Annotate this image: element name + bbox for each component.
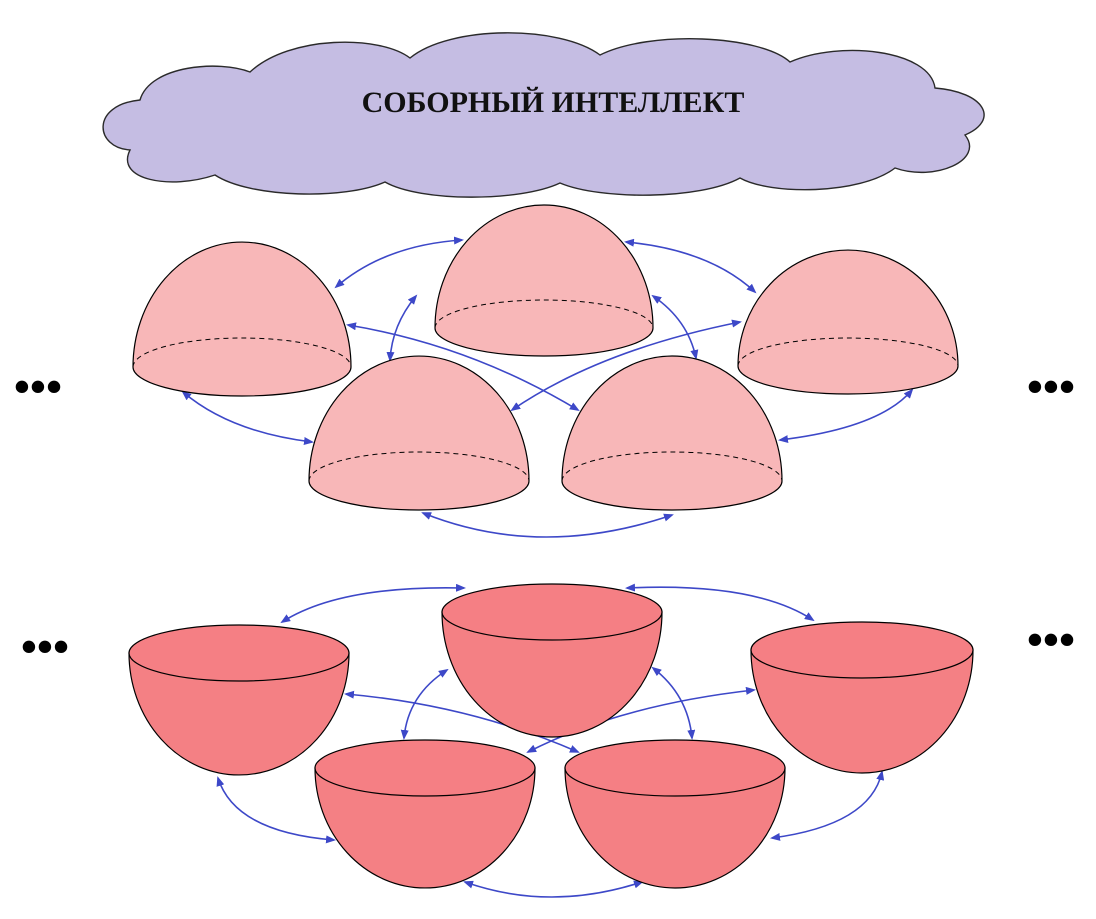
upper-dome-4 [308, 355, 530, 511]
dome-icon [434, 204, 654, 357]
cloud: СОБОРНЫЙ ИНТЕЛЛЕКТ [102, 32, 985, 198]
double-arrow-icon [386, 294, 418, 362]
dome-icon [308, 355, 530, 511]
lower-bowl-5 [564, 739, 786, 889]
bowl-icon [441, 611, 663, 738]
ellipsis-lower-right: ••• [1027, 614, 1075, 665]
ellipsis-lower-left: ••• [21, 621, 69, 672]
double-arrow-icon [216, 776, 336, 844]
lower-bowl-3 [750, 621, 974, 774]
double-arrow-icon [181, 390, 314, 446]
bowl-icon [750, 649, 974, 774]
bowl-icon [314, 767, 536, 889]
dome-icon [561, 355, 783, 511]
double-arrow-icon [334, 236, 464, 289]
double-arrow-icon [400, 668, 449, 740]
lower-row-arrows [216, 583, 885, 898]
dome-icon [132, 241, 352, 397]
cloud-shape [102, 32, 985, 198]
double-arrow-icon [624, 238, 757, 294]
double-arrow-icon [526, 686, 756, 753]
ellipsis-upper-right: ••• [1027, 361, 1075, 412]
bowl-icon [564, 767, 786, 889]
lower-bowl-2 [441, 583, 663, 738]
upper-dome-2 [434, 204, 654, 357]
upper-dome-5 [561, 355, 783, 511]
double-arrow-icon [510, 319, 742, 412]
lower-bowl-1 [128, 624, 350, 776]
double-arrow-icon [463, 880, 644, 898]
dome-icon [737, 249, 959, 395]
upper-dome-3 [737, 249, 959, 395]
double-arrow-icon [421, 512, 674, 538]
upper-dome-1 [132, 241, 352, 397]
double-arrow-icon [770, 770, 885, 841]
double-arrow-icon [280, 583, 466, 624]
lower-bowl-4 [314, 739, 536, 889]
ellipsis-upper-left: ••• [14, 361, 62, 412]
cloud-title: СОБОРНЫЙ ИНТЕЛЛЕКТ [362, 86, 745, 119]
bowl-icon [128, 652, 350, 776]
double-arrow-icon [778, 388, 914, 444]
double-arrow-icon [651, 294, 699, 360]
double-arrow-icon [625, 583, 815, 622]
upper-row-arrows [181, 236, 914, 538]
